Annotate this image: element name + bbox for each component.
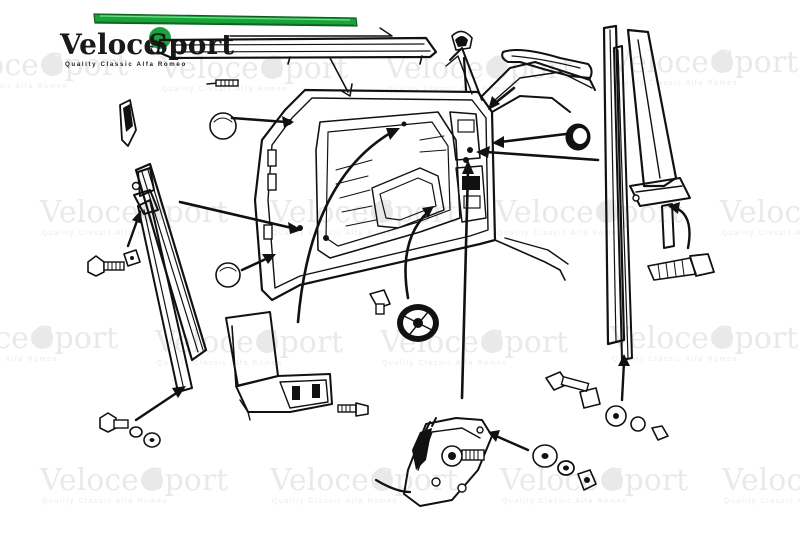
regulator-support-bracket [225,311,333,421]
svg-text:Sport: Sport [604,463,688,498]
svg-text:Quality Classic Alfa Romeo: Quality Classic Alfa Romeo [0,83,68,90]
watermark-logo: Veloce Sport Quality Classic Alfa Romeo [269,463,458,505]
watermark-logo: Veloce Sport Quality Classic Alfa Romeo [0,48,128,90]
pivot-bolt [369,289,391,315]
door-plug-upper [209,112,237,140]
svg-text:Veloce: Veloce [0,48,39,83]
bolt-left-upper [87,255,125,277]
watermark-logo: Veloce Sport Quality Classic Alfa Romeo [0,321,118,363]
svg-text:Veloce: Veloce [39,195,139,230]
washer-stack-right [605,405,669,441]
regulator-roller [397,304,439,342]
svg-text:Quality Classic Alfa Romeo: Quality Classic Alfa Romeo [382,360,508,367]
brand-tagline: Quality Classic Alfa Romeo [65,61,187,68]
bolt-right-lower [545,371,601,409]
svg-text:Quality Classic Alfa Romeo: Quality Classic Alfa Romeo [162,86,288,93]
svg-text:Quality Classic Alfa Romeo: Quality Classic Alfa Romeo [272,230,398,237]
watermark-logo: Veloce Sport Quality Classic Alfa Romeo [719,195,800,237]
svg-text:Sport: Sport [714,321,798,356]
washer-left-lower [129,426,161,448]
highlighted-weatherstrip[interactable] [93,13,358,27]
rear-window-channel [602,24,633,361]
watermark-logo: Veloce Sport Quality Classic Alfa Romeo [39,463,228,505]
svg-text:Quality Classic Alfa Romeo: Quality Classic Alfa Romeo [42,230,168,237]
svg-text:Veloce: Veloce [609,45,709,80]
callout-arrows [126,56,691,494]
svg-text:Quality Classic Alfa Romeo: Quality Classic Alfa Romeo [612,80,738,87]
svg-text:Quality Classic Alfa Romeo: Quality Classic Alfa Romeo [724,498,800,505]
svg-text:Sport: Sport [714,45,798,80]
door-plug-right [565,123,591,151]
svg-text:Quality Classic Alfa Romeo: Quality Classic Alfa Romeo [612,356,738,363]
svg-text:Quality Classic Alfa Romeo: Quality Classic Alfa Romeo [272,498,398,505]
door-inner-panel [253,88,497,302]
svg-text:Quality Classic Alfa Romeo: Quality Classic Alfa Romeo [497,230,623,237]
svg-text:Veloce: Veloce [609,321,709,356]
svg-text:Veloce: Veloce [39,463,139,498]
upper-window-channel [156,27,438,65]
door-window-frame [445,47,596,281]
guide-clip [119,99,137,147]
window-scraper-seal [501,49,593,79]
watermark-logo: Veloce Sport Quality Classic Alfa Romeo [499,463,688,505]
svg-text:Quality Classic Alfa Romeo: Quality Classic Alfa Romeo [0,356,58,363]
window-regulator [403,417,493,507]
watermark-logo: Veloce Sport Quality Classic Alfa Romeo [494,195,683,237]
regulator-washers [532,444,597,491]
svg-text:Veloce: Veloce [0,321,29,356]
svg-text:Sport: Sport [44,48,128,83]
svg-text:Veloce: Veloce [494,195,594,230]
svg-text:Quality Classic Alfa Romeo: Quality Classic Alfa Romeo [387,86,513,93]
svg-text:Veloce: Veloce [719,195,800,230]
svg-text:Veloce: Veloce [721,463,800,498]
brand-logo-swirl [149,27,171,49]
pivot-screw-right [647,253,715,281]
left-window-channel [131,162,208,393]
svg-text:Quality Classic Alfa Romeo: Quality Classic Alfa Romeo [157,360,283,367]
door-plug-lower [215,262,241,288]
svg-text:Quality Classic Alfa Romeo: Quality Classic Alfa Romeo [42,498,168,505]
screw-bracket [337,402,369,417]
svg-text:Quality Classic Alfa Romeo: Quality Classic Alfa Romeo [502,498,628,505]
watermark-logo: Veloce Sport Quality Classic Alfa Romeo [721,463,800,505]
svg-text:Sport: Sport [34,321,118,356]
bolt-left-lower [99,412,129,433]
screw-top [215,79,239,87]
brand-name-part1: Veloce [59,28,161,61]
svg-text:Sport: Sport [484,325,568,360]
door-rubber-cap [451,30,473,51]
watermark-logo: Veloce Sport Quality Classic Alfa Romeo [609,321,798,363]
svg-text:Quality Classic Alfa Romeo: Quality Classic Alfa Romeo [722,230,800,237]
washer-left-upper [123,249,141,267]
svg-text:Veloce: Veloce [499,463,599,498]
svg-text:Sport: Sport [144,463,228,498]
vent-window-frame [626,28,691,249]
svg-text:Veloce: Veloce [269,463,369,498]
watermark-logo: Veloce Sport Quality Classic Alfa Romeo [609,45,798,87]
